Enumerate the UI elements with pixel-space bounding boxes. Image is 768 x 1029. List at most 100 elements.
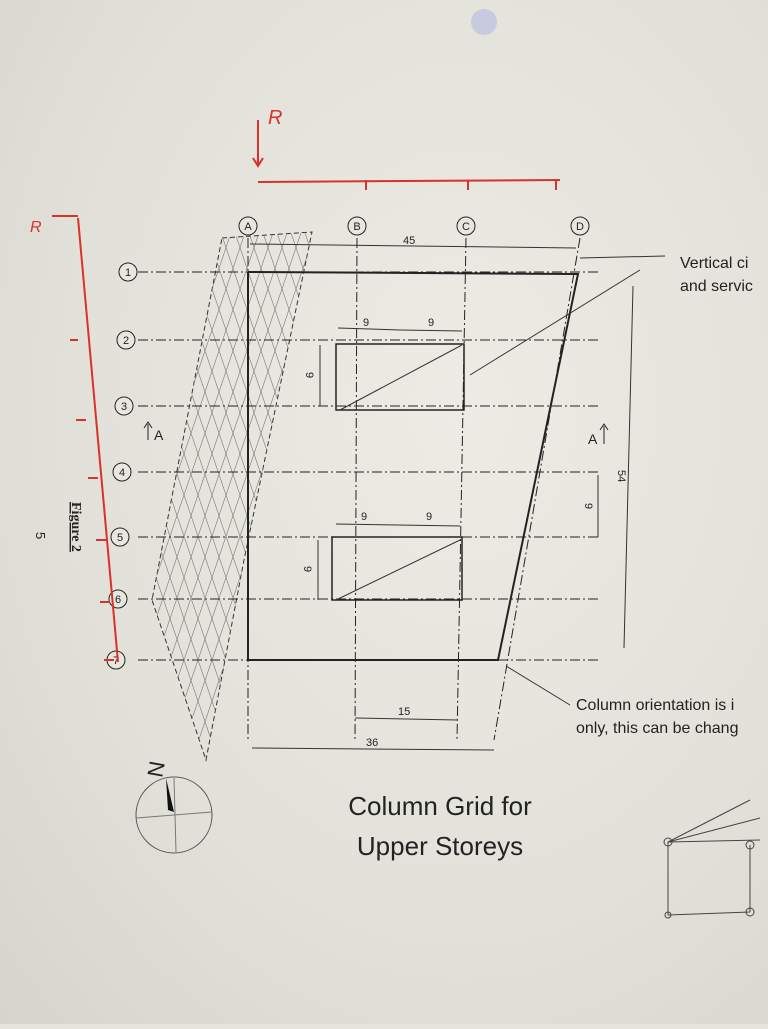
hatch-line (528, 230, 708, 760)
dim-right-height: 9 (582, 503, 594, 509)
hatch-line (654, 230, 768, 760)
hatch-line (152, 232, 177, 760)
hatch-line (598, 230, 768, 760)
dim-bay-lower-left: 9 (361, 511, 367, 523)
hatch-line (388, 230, 568, 760)
hatch-line (0, 230, 106, 760)
isometric-sketch (663, 799, 761, 919)
hatch-line (570, 230, 750, 760)
hatch-line (0, 230, 50, 760)
hatch-line (360, 230, 540, 760)
hatch-line (472, 230, 652, 760)
hatch-line (458, 230, 638, 760)
hatch-line (626, 230, 768, 760)
hatch-line (0, 230, 50, 760)
hatch-line (0, 230, 92, 760)
hatch-line (318, 230, 498, 760)
hatch-line (275, 232, 312, 760)
row-bubble (114, 396, 134, 416)
handwritten-r-left: R (30, 219, 42, 236)
callout-vertical-line2: and servic (680, 278, 753, 295)
column-label: D (576, 221, 584, 233)
hatch-line (444, 230, 624, 760)
hatch-line (388, 230, 568, 760)
figure-label: Figure 2 (68, 502, 83, 552)
dimension-lines (249, 243, 666, 751)
hatch-line (0, 230, 64, 760)
hatch-line (289, 232, 312, 760)
hatch-line (152, 232, 233, 760)
hatch-line (152, 232, 177, 760)
dim-bottom-span-bc: 15 (398, 706, 410, 718)
column-bubble (238, 216, 258, 236)
column-label: B (353, 221, 360, 233)
hatch-line (682, 230, 768, 760)
grid-column-line (354, 237, 358, 741)
hatch-line (303, 232, 312, 760)
hatch-line (303, 232, 312, 760)
hatch-line (514, 230, 694, 760)
hatch-line (640, 230, 768, 760)
row-label: 2 (123, 335, 129, 347)
hatch-line (0, 230, 78, 760)
hatch-line (416, 230, 596, 760)
hatch-line (374, 230, 554, 760)
row-label: 6 (115, 594, 121, 606)
callout-orientation-line1: Column orientation is i (576, 697, 734, 714)
hatch-line (416, 230, 596, 760)
hatch-line (275, 232, 312, 760)
grid-column-line (456, 237, 467, 741)
hatch-line (0, 230, 148, 760)
hatch-line (152, 232, 163, 760)
row-label: 4 (119, 467, 125, 479)
hatch-line (682, 230, 768, 760)
row-bubble (118, 262, 138, 282)
dim-bay-upper-left: 9 (363, 317, 369, 329)
hatch-line (612, 230, 768, 760)
hatch-line (289, 232, 312, 760)
hatch-boundary (151, 231, 313, 762)
column-bubble (456, 216, 476, 236)
section-arrow-left-icon (143, 421, 153, 440)
hatch-line (668, 230, 768, 760)
north-arrow-icon (135, 776, 213, 854)
hatch-line (500, 230, 680, 760)
red-pen-markup (52, 120, 561, 663)
dim-bay-lower-right: 9 (426, 511, 432, 523)
grid-column-line (493, 237, 581, 741)
hatch-line (584, 230, 764, 760)
hatched-boundary-zone (0, 230, 768, 762)
hatch-line (0, 230, 78, 760)
hatch-line (584, 230, 764, 760)
hatch-line (374, 230, 554, 760)
hatch-line (0, 230, 36, 760)
hatch-line (152, 232, 219, 760)
hatch-line (514, 230, 694, 760)
hatch-line (556, 230, 736, 760)
handwritten-r-top: R (268, 107, 282, 129)
hatch-line (152, 232, 312, 760)
hatch-line (500, 230, 680, 760)
hatch-line (261, 232, 312, 760)
hatch-line (640, 230, 768, 760)
punch-hole (471, 9, 497, 35)
row-label: 5 (117, 532, 123, 544)
hatch-line (360, 230, 540, 760)
hatch-line (0, 230, 22, 760)
hatch-line (598, 230, 768, 760)
hatch-line (696, 230, 768, 760)
hatch-line (0, 230, 148, 760)
row-bubble (116, 330, 136, 350)
service-core-lower (331, 536, 463, 601)
row-bubble (110, 527, 130, 547)
hatch-line (430, 230, 610, 760)
row-label: 3 (121, 401, 127, 413)
dim-bay-lower-height: 9 (301, 566, 313, 572)
hatch-line (247, 232, 312, 760)
callout-orientation-line2: only, this can be chang (576, 720, 738, 737)
column-label: A (244, 221, 252, 233)
page-number: 5 (33, 532, 48, 539)
hatch-line (346, 230, 526, 760)
